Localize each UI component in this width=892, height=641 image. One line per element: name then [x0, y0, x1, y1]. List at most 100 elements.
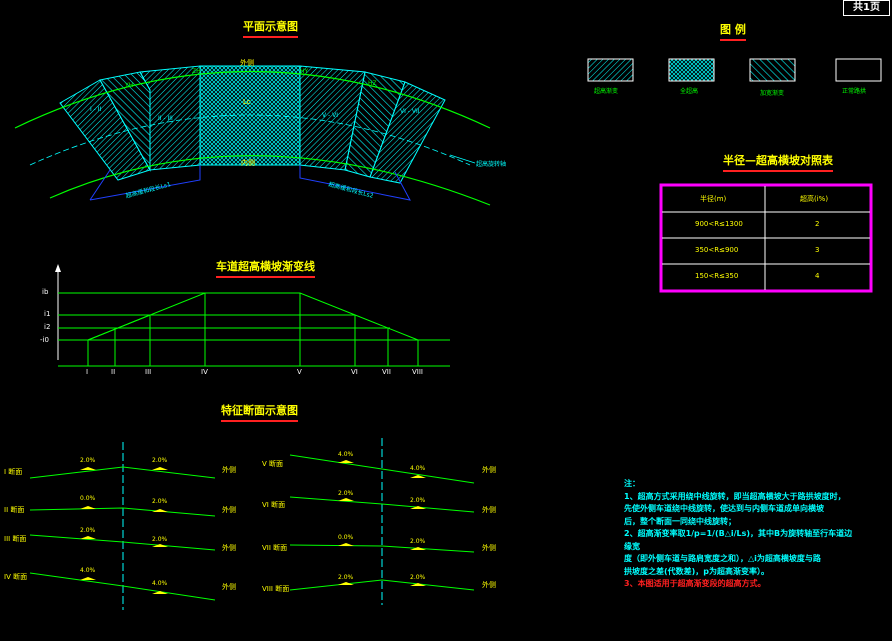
profile-x-label-6: VI — [351, 368, 358, 376]
section-slope-1-left: 2.0% — [80, 457, 96, 464]
zone-label-5: V - VI — [322, 112, 338, 119]
profile-diagram — [55, 264, 450, 367]
section-side-8: 外侧 — [482, 581, 496, 589]
table-title: 半径—超高横坡对照表 — [723, 152, 833, 172]
notes-line-5: 度（即外侧车道与路肩宽度之和），△i为超高横坡度与路 — [624, 554, 821, 563]
table-header-superelevation: 超高(i%) — [800, 195, 829, 203]
section-slope-1-right: 2.0% — [152, 457, 168, 464]
section-slope-7-right: 2.0% — [410, 538, 426, 545]
section-label-6: VI 断面 — [262, 501, 286, 509]
section-side-2: 外侧 — [222, 506, 236, 514]
profile-x-label-1: I — [86, 368, 89, 376]
legend-swatches — [587, 58, 882, 82]
notes-line-1: 1、超高方式采用绕中线旋转，即当超高横坡大于路拱坡度时， — [624, 491, 846, 501]
table-header-radius: 半径(m) — [700, 195, 727, 203]
dim-left — [89, 165, 201, 201]
sections-title: 特征断面示意图 — [221, 402, 298, 422]
table-cell-r3-c2: 4 — [815, 272, 820, 280]
section-side-5: 外侧 — [482, 466, 496, 474]
station-hz: HZ — [368, 80, 377, 87]
outer-side-label: 外侧 — [240, 59, 254, 67]
notes-heading: 注： — [624, 479, 640, 488]
section-slope-6-left: 2.0% — [338, 490, 354, 497]
table-cell-r1-c2: 2 — [815, 220, 820, 228]
profile-x-label-7: VII — [382, 368, 391, 376]
section-label-1: I 断面 — [4, 468, 23, 476]
section-label-7: VII 断面 — [262, 544, 288, 552]
section-label-8: VIII 断面 — [262, 585, 290, 593]
section-line-7 — [289, 544, 475, 553]
profile-title: 车道超高横坡渐变线 — [216, 258, 315, 278]
dim-right — [299, 165, 411, 201]
sections-diagram — [29, 438, 475, 610]
section-slope-5-right: 4.0% — [410, 465, 426, 472]
table-border — [659, 183, 873, 293]
zone-label-6: VI - VII — [400, 108, 420, 115]
section-slope-2-left: 0.0% — [80, 495, 96, 502]
section-slope-6-right: 2.0% — [410, 497, 426, 504]
section-line-6 — [289, 496, 475, 513]
section-label-5: V 断面 — [262, 460, 284, 468]
section-label-4: IV 断面 — [4, 573, 28, 581]
section-side-1: 外侧 — [222, 466, 236, 474]
section-line-2 — [29, 507, 216, 517]
profile-y-label-ib: ib — [42, 288, 49, 296]
section-side-3: 外侧 — [222, 544, 236, 552]
section-slope-8-right: 2.0% — [410, 574, 426, 581]
rotation-axis-label: 超高旋转轴 — [476, 161, 507, 168]
section-label-3: III 断面 — [4, 535, 27, 543]
zone-full-left — [139, 65, 201, 171]
legend-label-normal: 正常路拱 — [842, 88, 867, 95]
notes-line-4: 2、超高渐变率取1/p=1/(B△i/Ls)，其中B为旋转轴至行车道边缘宽 — [624, 529, 853, 551]
section-slope-3-right: 2.0% — [152, 536, 168, 543]
profile-x-label-5: V — [297, 368, 302, 376]
section-slope-7-left: 0.0% — [338, 534, 354, 541]
table-cell-r3-c1: 150<R≤350 — [695, 272, 739, 280]
table-cell-r1-c1: 900<R≤1300 — [695, 220, 743, 228]
section-slope-3-left: 2.0% — [80, 527, 96, 534]
sheet-label: 共1页 — [843, 0, 890, 16]
profile-y-label-i2: i2 — [44, 323, 51, 331]
section-slope-8-left: 2.0% — [338, 574, 354, 581]
legend-swatch-gradual — [587, 58, 634, 82]
notes-red-line: 3、本图适用于超高渐变段的超高方式。 — [624, 579, 766, 588]
legend-label-gradual: 超高渐变 — [594, 88, 619, 95]
table-cell-r2-c1: 350<R≤900 — [695, 246, 739, 254]
notes-block: 注： 1、超高方式采用绕中线旋转，即当超高横坡大于路拱坡度时， 先使外侧车道绕中… — [624, 478, 854, 591]
profile-y-label-i1: i1 — [44, 310, 51, 318]
legend-swatch-full — [668, 58, 715, 82]
profile-y-label-i0: -i0 — [40, 336, 49, 344]
section-side-4: 外侧 — [222, 583, 236, 591]
station-zh: ZH — [192, 68, 201, 75]
legend-swatch-normal — [835, 58, 882, 82]
legend-label-widen: 加宽渐变 — [760, 90, 785, 97]
section-side-6: 外侧 — [482, 506, 496, 514]
notes-line-3: 后，整个断面一同绕中线旋转； — [624, 516, 736, 526]
station-yh: YH — [125, 82, 134, 89]
legend-label-full: 全超高 — [680, 88, 699, 95]
legend-title: 图 例 — [720, 21, 746, 41]
section-side-7: 外侧 — [482, 544, 496, 552]
outer-edge-line — [14, 71, 491, 129]
zone-label-1: I - II — [90, 106, 102, 113]
section-slope-2-right: 2.0% — [152, 498, 168, 505]
plan-view — [14, 65, 491, 206]
section-label-2: II 断面 — [4, 506, 25, 514]
section-slope-5-left: 4.0% — [338, 451, 354, 458]
section-line-1 — [29, 466, 216, 479]
table-cell-r2-c2: 3 — [815, 246, 820, 254]
zone-label-2: II - III — [158, 115, 173, 122]
center-length-label: Lc — [243, 98, 251, 106]
section-slope-4-right: 4.0% — [152, 580, 168, 587]
notes-line-2: 先使外侧车道绕中线旋转，使达到与内侧车道成单向横坡 — [624, 504, 824, 513]
notes-line-6: 拱坡度之差(代数差)，p为超高渐变率）。 — [624, 566, 770, 576]
station-hy: HY — [300, 68, 309, 75]
section-line-8 — [289, 579, 475, 591]
section-line-3 — [29, 534, 216, 551]
legend-swatch-widen — [749, 58, 796, 82]
center-line — [29, 114, 471, 166]
superelevation-table — [659, 183, 873, 293]
section-line-5 — [289, 454, 475, 484]
profile-x-label-3: III — [145, 368, 152, 376]
